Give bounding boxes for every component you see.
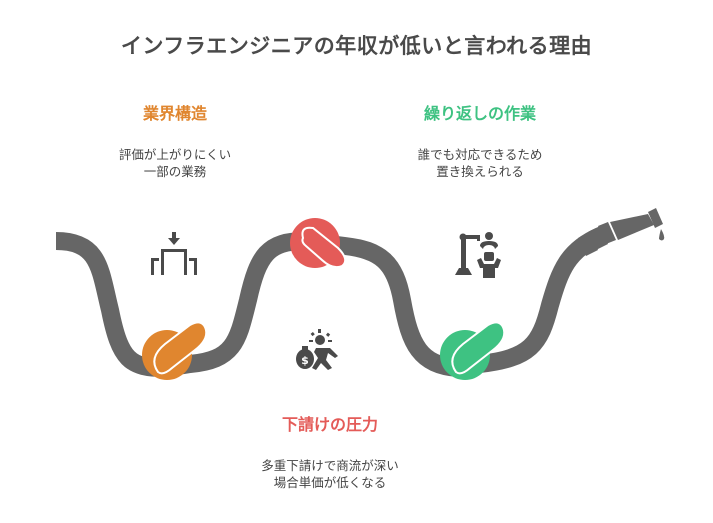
orange-knot bbox=[142, 321, 208, 380]
item-desc-line: 一部の業務 bbox=[143, 164, 207, 179]
item-heading: 業界構造 bbox=[142, 104, 207, 123]
item-subcontract: 下請けの圧力 多重下請けで商流が深い 場合単価が低くなる bbox=[225, 411, 435, 491]
item-desc-line: 置き換えられる bbox=[436, 164, 524, 179]
green-knot bbox=[440, 321, 506, 380]
money-bag-runner-icon: $ bbox=[296, 329, 338, 370]
item-repetitive: 繰り返しの作業 誰でも対応できるため 置き換えられる bbox=[385, 100, 575, 180]
item-heading: 繰り返しの作業 bbox=[423, 104, 536, 123]
red-knot bbox=[290, 218, 347, 269]
water-drop-icon bbox=[659, 229, 665, 241]
hose-nozzle bbox=[578, 208, 665, 256]
item-heading: 下請けの圧力 bbox=[281, 415, 378, 434]
item-desc-line: 場合単価が低くなる bbox=[273, 475, 387, 490]
item-desc-line: 評価が上がりにくい bbox=[118, 147, 232, 162]
item-desc-line: 誰でも対応できるため bbox=[417, 147, 543, 162]
page-title: インフラエンジニアの年収が低いと言われる理由 bbox=[120, 34, 593, 58]
hierarchy-icon bbox=[151, 232, 197, 275]
svg-text:$: $ bbox=[301, 354, 309, 367]
item-desc-line: 多重下請けで商流が深い bbox=[261, 458, 399, 473]
item-structure: 業界構造 評価が上がりにくい 一部の業務 bbox=[90, 100, 260, 180]
robot-arm-worker-icon bbox=[455, 232, 501, 278]
